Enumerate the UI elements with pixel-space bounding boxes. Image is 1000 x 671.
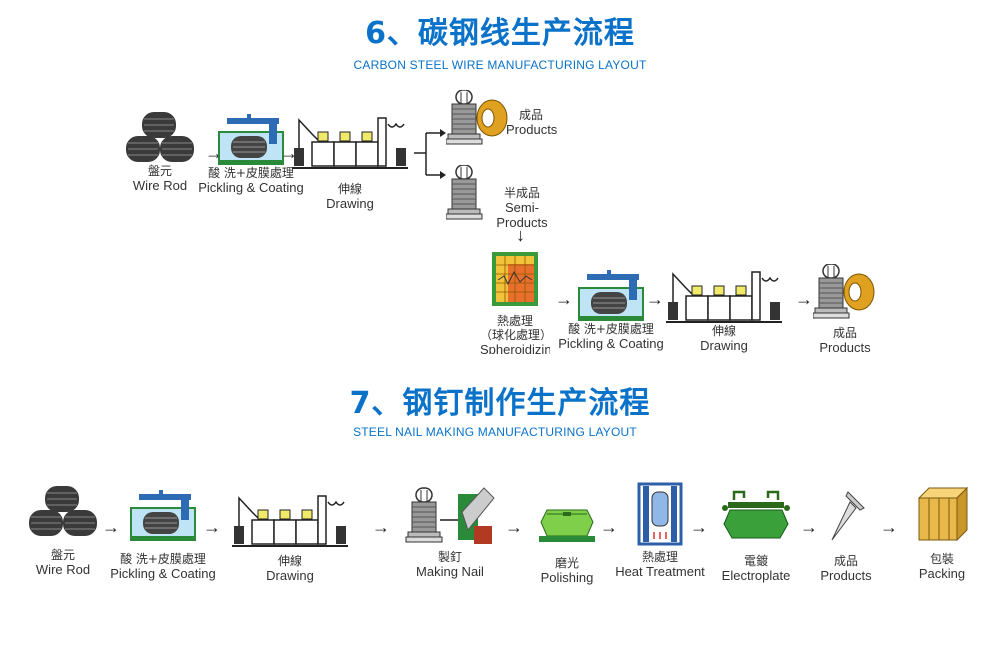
step-products: [445, 89, 510, 151]
arrow-icon: →: [280, 143, 298, 163]
step-label-zh: 電鍍: [743, 554, 768, 568]
step-wire-rod: 盤元 Wire Rod: [120, 110, 200, 193]
step-label-en: Making Nail: [416, 564, 484, 579]
step-drawing-2: 伸線 Drawing: [664, 266, 784, 353]
step-label-zh: 酸 洗+皮膜處理: [568, 322, 654, 336]
semi-products-label: 半成品 Semi-Products: [484, 186, 560, 230]
step-label-zh: 磨光: [554, 556, 579, 570]
arrow-icon: →: [600, 517, 618, 537]
package-box-icon: [917, 486, 969, 542]
arrow-icon: →: [800, 517, 818, 537]
step-label-en: Products: [506, 122, 558, 137]
step-making-nail: 製釘 Making Nail: [400, 482, 500, 579]
step-drawing: 伸線 Drawing: [230, 490, 350, 583]
step-wire-rod: 盤元 Wire Rod: [26, 484, 100, 577]
drawing-machine-icon: [665, 271, 783, 323]
step-pickling: 酸 洗+皮膜處理 Pickling & Coating: [108, 488, 218, 581]
step-label-zh: 熱處理: [641, 550, 678, 564]
step-label-en: Pickling & Coating: [198, 180, 304, 195]
arrow-icon: →: [203, 517, 221, 537]
step-spheroidizing: 熱處理 （球化處理） Spheroidizing: [480, 250, 553, 354]
step-products: 成品 Products: [816, 486, 876, 583]
arrow-icon: →: [646, 289, 664, 309]
pickling-tank-icon: [218, 113, 284, 165]
down-arrow-icon: ↓: [516, 225, 525, 245]
step-pickling-2: 酸 洗+皮膜處理 Pickling & Coating: [556, 268, 666, 351]
step-label-zh-2: （球化處理）: [480, 328, 553, 342]
spool-with-coil-icon: [813, 264, 875, 319]
step-label-en: Heat Treatment: [615, 564, 705, 579]
step-label-en: Drawing: [266, 568, 314, 583]
spool-icon: [445, 164, 483, 220]
electroplate-barrel-icon: [722, 490, 790, 539]
section7-title: 7、钢钉制作生产流程: [349, 386, 651, 421]
step-label-zh: 盤元: [50, 548, 75, 562]
step-label-en: Products: [820, 568, 872, 583]
step-label-zh: 伸線: [277, 554, 302, 568]
step-label-zh: 伸線: [337, 182, 362, 196]
step-label-en: Electroplate: [721, 568, 791, 583]
step-label-zh: 成品: [832, 326, 857, 340]
arrow-icon: →: [555, 289, 573, 309]
step-label-en: Wire Rod: [132, 178, 188, 193]
products-label: 成品 Products: [506, 108, 558, 137]
step-label-en: Spheroidizing: [480, 342, 550, 354]
section6-subtitle: CARBON STEEL WIRE MANUFACTURING LAYOUT: [353, 58, 647, 72]
wire-rod-icon: [28, 485, 98, 537]
step-label-en: Products: [819, 340, 871, 355]
step-label-en: Pickling & Coating: [558, 336, 664, 351]
step-heat-treatment: 熱處理 Heat Treatment: [612, 482, 708, 579]
step-label-zh: 製釘: [437, 550, 462, 564]
nail-machine-icon: [405, 487, 495, 544]
step-pickling: 酸 洗+皮膜處理 Pickling & Coating: [196, 112, 306, 195]
step-label-zh: 成品: [833, 554, 858, 568]
arrow-icon: →: [505, 517, 523, 537]
arrow-icon: →: [795, 289, 813, 309]
pickling-tank-icon: [578, 269, 644, 321]
drawing-machine-icon: [231, 495, 349, 547]
step-label-en: Drawing: [700, 338, 748, 353]
step-label-zh: 酸 洗+皮膜處理: [120, 552, 206, 566]
step-label-zh: 盤元: [147, 164, 172, 178]
arrow-icon: →: [690, 517, 708, 537]
step-label-en: Polishing: [540, 570, 594, 585]
step-label-zh: 伸線: [711, 324, 736, 338]
step-label-zh: 酸 洗+皮膜處理: [208, 166, 294, 180]
arrow-icon: →: [102, 517, 120, 537]
section6-title: 6、碳钢线生产流程: [365, 16, 635, 51]
heat-grid-icon: [492, 252, 538, 306]
drawing-machine-icon: [291, 117, 409, 169]
step-label-en: Wire Rod: [35, 562, 91, 577]
step-label-zh: 成品: [518, 108, 543, 122]
wire-rod-icon: [125, 111, 195, 163]
polishing-drum-icon: [539, 509, 595, 542]
step-label-en: Semi-Products: [496, 200, 548, 230]
arrow-icon: →: [372, 517, 390, 537]
step-label-en: Drawing: [326, 196, 374, 211]
arrow-icon: →: [880, 517, 898, 537]
step-semi-products: [445, 164, 486, 226]
spool-with-coil-icon: [445, 89, 508, 145]
step-drawing: 伸線 Drawing: [290, 112, 410, 211]
step-label-en: Pickling & Coating: [110, 566, 216, 581]
step-label-zh: 半成品: [503, 186, 540, 200]
step-packing: 包裝 Packing: [912, 484, 972, 581]
nail-icon: [831, 491, 865, 541]
section7-subtitle: STEEL NAIL MAKING MANUFACTURING LAYOUT: [353, 425, 637, 439]
branch-arrows: [414, 129, 446, 179]
furnace-icon: [637, 482, 683, 546]
step-label-zh: 熱處理: [496, 314, 533, 328]
step-products-2: 成品 Products: [810, 264, 880, 355]
step-label-en: Packing: [918, 566, 966, 581]
step-label-zh: 包裝: [929, 552, 954, 566]
step-polishing: 磨光 Polishing: [532, 500, 602, 585]
step-electroplate: 電鍍 Electroplate: [716, 486, 796, 583]
pickling-tank-icon: [130, 489, 196, 541]
